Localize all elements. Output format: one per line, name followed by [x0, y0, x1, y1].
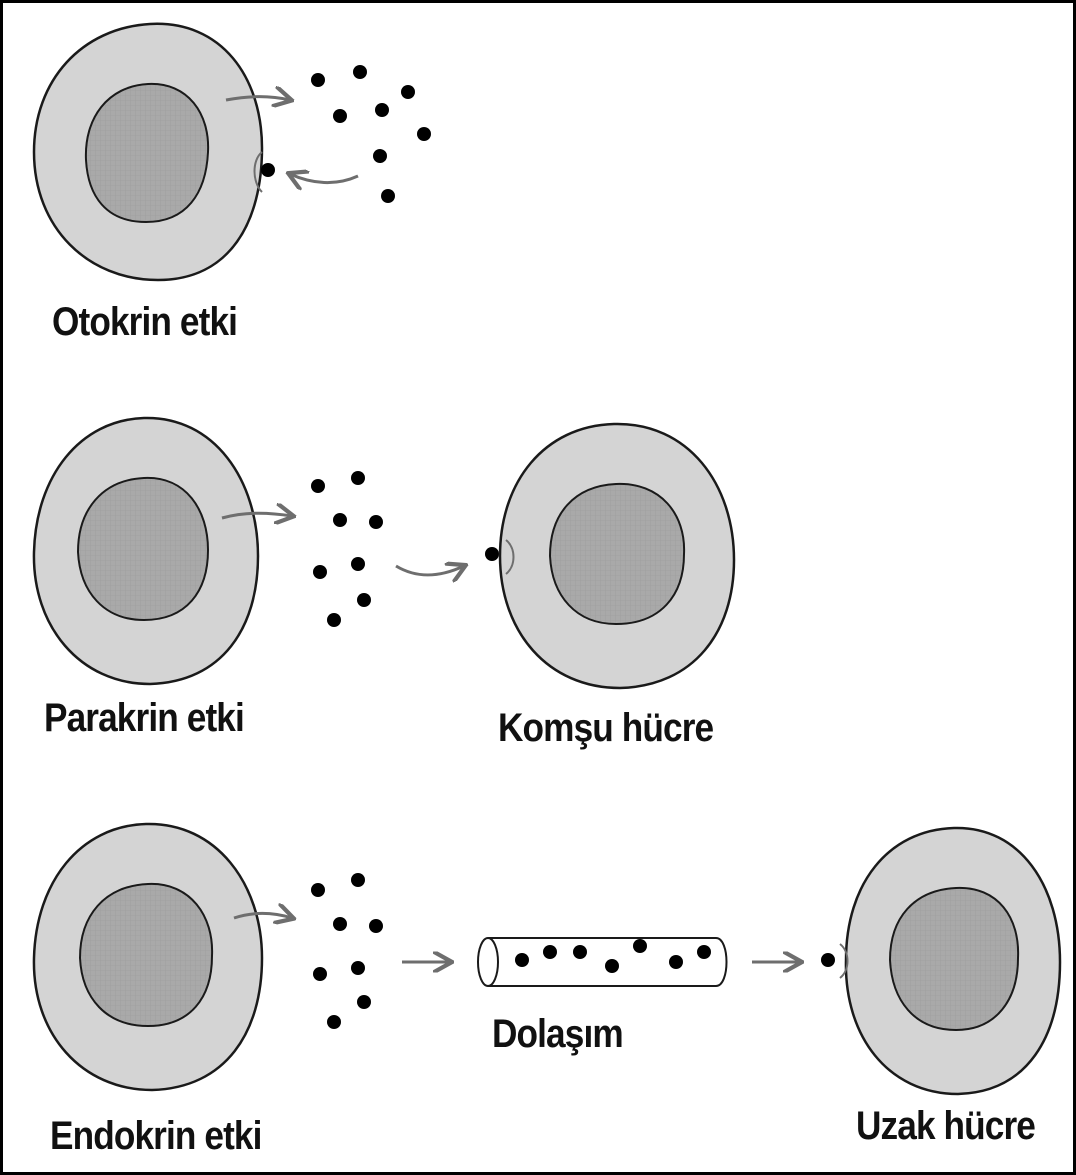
molecule [633, 939, 647, 953]
neighbor-cell [500, 424, 734, 688]
molecule [353, 65, 367, 79]
endocrine-source-cell [34, 824, 262, 1090]
distant-cell-nucleus [890, 888, 1018, 1030]
endocrine-bound-molecule [821, 953, 835, 967]
autocrine-secretion-arrow [226, 97, 290, 100]
molecule [333, 513, 347, 527]
molecule [573, 945, 587, 959]
molecule [417, 127, 431, 141]
paracrine-label: Parakrin etki [44, 696, 244, 741]
molecule [401, 85, 415, 99]
molecule [605, 959, 619, 973]
molecule [357, 995, 371, 1009]
paracrine-molecules [311, 471, 383, 627]
molecule [369, 515, 383, 529]
distant-cell [846, 828, 1060, 1094]
molecule [697, 945, 711, 959]
endocrine-molecules [311, 873, 383, 1029]
autocrine-cell [34, 24, 262, 280]
molecule [333, 917, 347, 931]
paracrine-source-cell [34, 418, 258, 684]
molecule [351, 873, 365, 887]
molecule [327, 613, 341, 627]
molecule [357, 593, 371, 607]
blood-vessel [478, 938, 727, 986]
distant-cell-label: Uzak hücre [856, 1104, 1035, 1149]
circulation-label: Dolaşım [492, 1012, 623, 1057]
endocrine-label: Endokrin etki [50, 1114, 262, 1159]
molecule [351, 471, 365, 485]
molecule [333, 109, 347, 123]
paracrine-source-nucleus [78, 478, 208, 620]
molecule [369, 919, 383, 933]
molecule [311, 479, 325, 493]
molecule [381, 189, 395, 203]
endocrine-source-nucleus [80, 884, 212, 1026]
molecule [313, 565, 327, 579]
molecule [311, 73, 325, 87]
molecule [351, 557, 365, 571]
autocrine-label: Otokrin etki [52, 300, 237, 345]
paracrine-transport-arrow [396, 566, 464, 575]
molecule [351, 961, 365, 975]
molecule [327, 1015, 341, 1029]
molecule [311, 883, 325, 897]
molecule [375, 103, 389, 117]
molecule [515, 953, 529, 967]
autocrine-return-arrow [290, 174, 358, 183]
blood-vessel-opening [478, 938, 498, 986]
molecule [669, 955, 683, 969]
molecule [543, 945, 557, 959]
autocrine-bound-molecule [261, 163, 275, 177]
neighbor-cell-nucleus [550, 484, 684, 624]
neighbor-cell-label: Komşu hücre [498, 706, 713, 751]
paracrine-bound-molecule [485, 547, 499, 561]
autocrine-cell-nucleus [86, 84, 208, 222]
molecule [373, 149, 387, 163]
molecule [313, 967, 327, 981]
